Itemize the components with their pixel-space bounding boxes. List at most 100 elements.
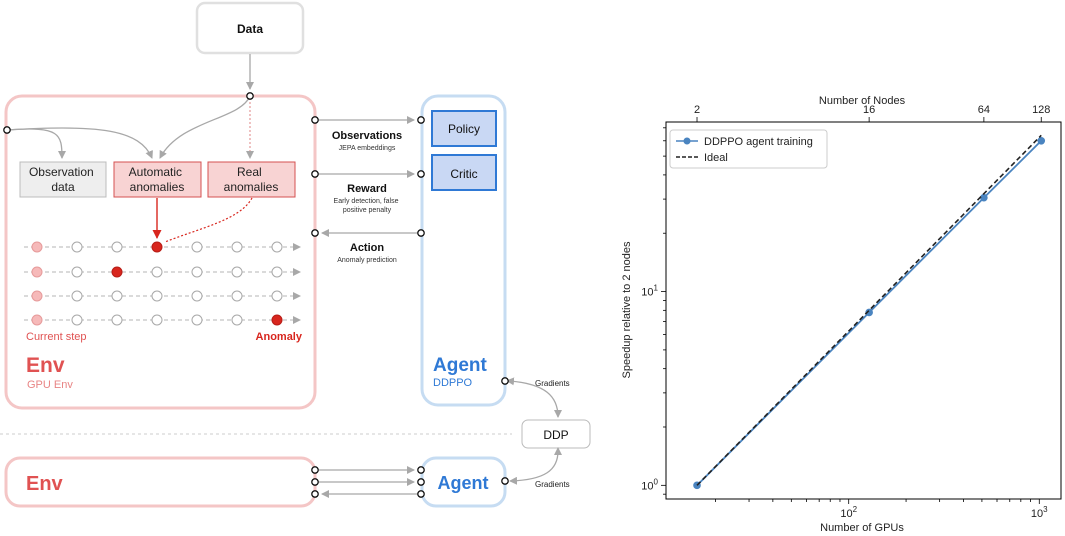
- policy-box: [431, 110, 497, 147]
- port-node: [417, 116, 425, 124]
- legend: DDPPO agent training Ideal: [669, 129, 828, 169]
- step-node: [111, 241, 123, 253]
- port-node: [417, 229, 425, 237]
- x-axis-label: Number of GPUs: [820, 522, 904, 534]
- step-node: [191, 266, 203, 278]
- y-tick-label: 101: [641, 284, 658, 299]
- gradients-bottom-label: Gradients: [535, 480, 570, 489]
- env-title: Env: [26, 354, 65, 377]
- gradients-top-label: Gradients: [535, 379, 570, 388]
- training-point: [865, 308, 873, 317]
- anomaly-node: [151, 241, 163, 253]
- chart-series: [693, 134, 1046, 490]
- anomaly-node: [271, 314, 283, 326]
- step-node: [271, 290, 283, 302]
- current-step-node: [31, 266, 43, 278]
- x-tick-label: 103: [1031, 505, 1048, 520]
- policy-label: Policy: [448, 122, 480, 136]
- gradients-bottom-arrow: [509, 447, 562, 485]
- port-node: [311, 490, 319, 498]
- port-node: [311, 466, 319, 474]
- ideal-line: [696, 134, 1042, 486]
- critic-box: [431, 154, 497, 191]
- step-node: [111, 314, 123, 326]
- real-anomalies-label: Real anomalies: [224, 165, 279, 194]
- agent-subtitle: DDPPO: [433, 377, 473, 389]
- step-node: [231, 241, 243, 253]
- training-point: [1037, 136, 1046, 145]
- step-node: [151, 266, 163, 278]
- plot-frame: [665, 121, 1062, 500]
- step-node: [151, 290, 163, 302]
- step-node: [191, 314, 203, 326]
- speedup-chart: Number of Nodes Number of GPUs Speedup r…: [621, 95, 1062, 534]
- port-node: [311, 170, 319, 178]
- legend-label-training: DDPPO agent training: [704, 136, 813, 148]
- gradients-top-arrow: [506, 377, 562, 418]
- port-node: [311, 229, 319, 237]
- architecture-diagram: Data Observation data Automatic anomalie…: [0, 1, 591, 508]
- agent-title: Agent: [433, 355, 488, 376]
- step-node: [191, 241, 203, 253]
- observation-data-box: [19, 161, 107, 198]
- legend-marker-training: [683, 137, 691, 145]
- step-node: [231, 266, 243, 278]
- top-tick-label: 128: [1032, 104, 1050, 116]
- automatic-anomalies-box: [113, 161, 202, 198]
- ddp-label: DDP: [543, 428, 568, 442]
- training-point: [980, 193, 988, 202]
- connector-to-automatic: [7, 127, 153, 159]
- step-node: [231, 314, 243, 326]
- port-node: [311, 116, 319, 124]
- step-node: [111, 290, 123, 302]
- step-node: [271, 266, 283, 278]
- step-node: [71, 314, 83, 326]
- env-subtitle: GPU Env: [27, 379, 73, 391]
- top-tick-label: 2: [694, 104, 700, 116]
- observations-sub: JEPA embeddings: [339, 145, 396, 152]
- reward-sub: Early detection, false positive penalty: [334, 198, 401, 214]
- port-node: [501, 477, 509, 485]
- step-node: [71, 241, 83, 253]
- legend-label-ideal: Ideal: [704, 152, 728, 164]
- step-node: [71, 290, 83, 302]
- port-node: [417, 490, 425, 498]
- current-step-node: [31, 241, 43, 253]
- connector-data-to-automatic: [159, 95, 251, 159]
- step-node: [191, 290, 203, 302]
- step-node: [151, 314, 163, 326]
- current-step-label: Current step: [26, 331, 87, 343]
- top-axis-label: Number of Nodes: [819, 95, 906, 107]
- port-node: [246, 92, 254, 100]
- y-axis-label: Speedup relative to 2 nodes: [621, 241, 633, 378]
- y-tick-label: 100: [641, 477, 658, 492]
- port-node: [3, 126, 11, 134]
- port-node: [311, 478, 319, 486]
- real-to-grid-arrow: [164, 197, 253, 243]
- reward-title: Reward: [347, 183, 387, 195]
- automatic-anomalies-label: Automatic anomalies: [129, 165, 186, 194]
- data-box: [195, 1, 305, 55]
- real-anomalies-box: [207, 161, 296, 198]
- step-node: [271, 241, 283, 253]
- data-label: Data: [237, 22, 263, 36]
- port-node: [417, 170, 425, 178]
- observation-data-label: Observation data: [29, 165, 97, 194]
- anomaly-label: Anomaly: [256, 331, 303, 343]
- current-step-node: [31, 314, 43, 326]
- top-tick-label: 64: [978, 104, 990, 116]
- step-grid: [24, 241, 301, 326]
- critic-label: Critic: [450, 167, 477, 181]
- top-tick-label: 16: [863, 104, 875, 116]
- port-node: [417, 466, 425, 474]
- bottom-agent-title: Agent: [438, 473, 489, 493]
- port-node: [501, 377, 509, 385]
- port-node: [417, 478, 425, 486]
- x-tick-label: 102: [840, 505, 857, 520]
- action-sub: Anomaly prediction: [337, 257, 397, 264]
- current-step-node: [31, 290, 43, 302]
- port-nodes: [3, 92, 509, 498]
- step-node: [231, 290, 243, 302]
- bottom-env-title: Env: [26, 473, 64, 495]
